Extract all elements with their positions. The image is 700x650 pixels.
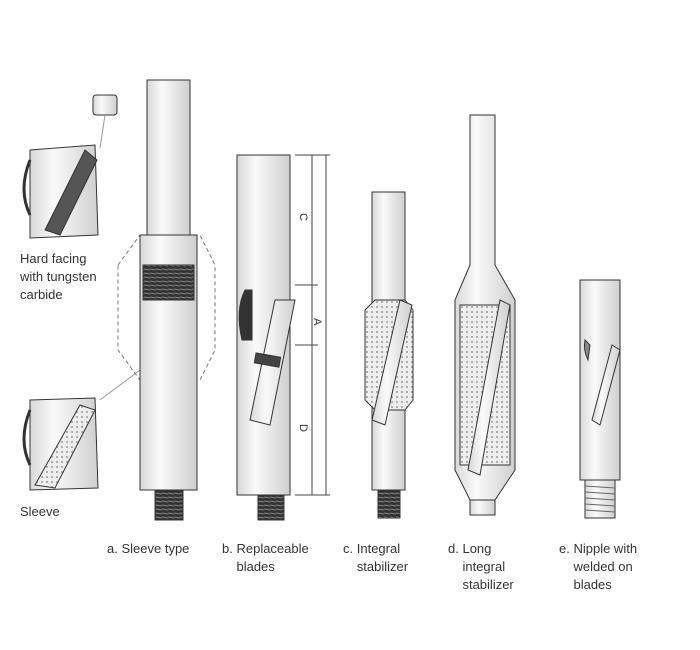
tool-c-integral-stabilizer [364,191,414,519]
dimension-d: D [297,424,309,432]
caption-prefix: a. [107,541,118,556]
tool-b-replaceable-blades [236,154,330,521]
callout-line: Hard facing [20,251,87,266]
callout-line: with tungsten [20,269,97,284]
hard-facing-callout: Hard facing with tungsten carbide [20,250,97,304]
callout-line: carbide [20,287,63,302]
caption-line: stabilizer [356,559,409,574]
caption-line: blades [236,559,275,574]
sleeve-callout: Sleeve [20,504,60,519]
caption-line: Replaceable [236,541,309,556]
caption-prefix: d. [448,541,459,556]
caption-line: welded on [573,559,633,574]
caption-line: Integral [356,541,401,556]
caption-a: a. Sleeve type [107,540,189,558]
carbide-insert-detail [22,94,118,239]
tool-e-nipple-welded-blades [579,279,621,519]
caption-e: e. Nipple with welded on blades [559,540,637,594]
caption-line: Nipple with [573,541,638,556]
caption-line: Long [462,541,492,556]
tool-d-long-integral-stabilizer [454,114,516,516]
caption-b: b. Replaceable blades [222,540,309,576]
caption-prefix: b. [222,541,233,556]
caption-prefix: c. [343,541,354,556]
dimension-c: C [297,213,309,221]
caption-line: blades [573,577,612,592]
tool-a-sleeve-type [117,79,216,521]
caption-line: stabilizer [462,577,514,592]
dimension-a: A [311,318,323,326]
sleeve-detail [22,369,141,491]
caption-line: Sleeve type [121,541,190,556]
caption-prefix: e. [559,541,570,556]
caption-c: c. Integral stabilizer [343,540,408,576]
caption-line: integral [462,559,506,574]
caption-d: d. Long integral stabilizer [448,540,514,594]
